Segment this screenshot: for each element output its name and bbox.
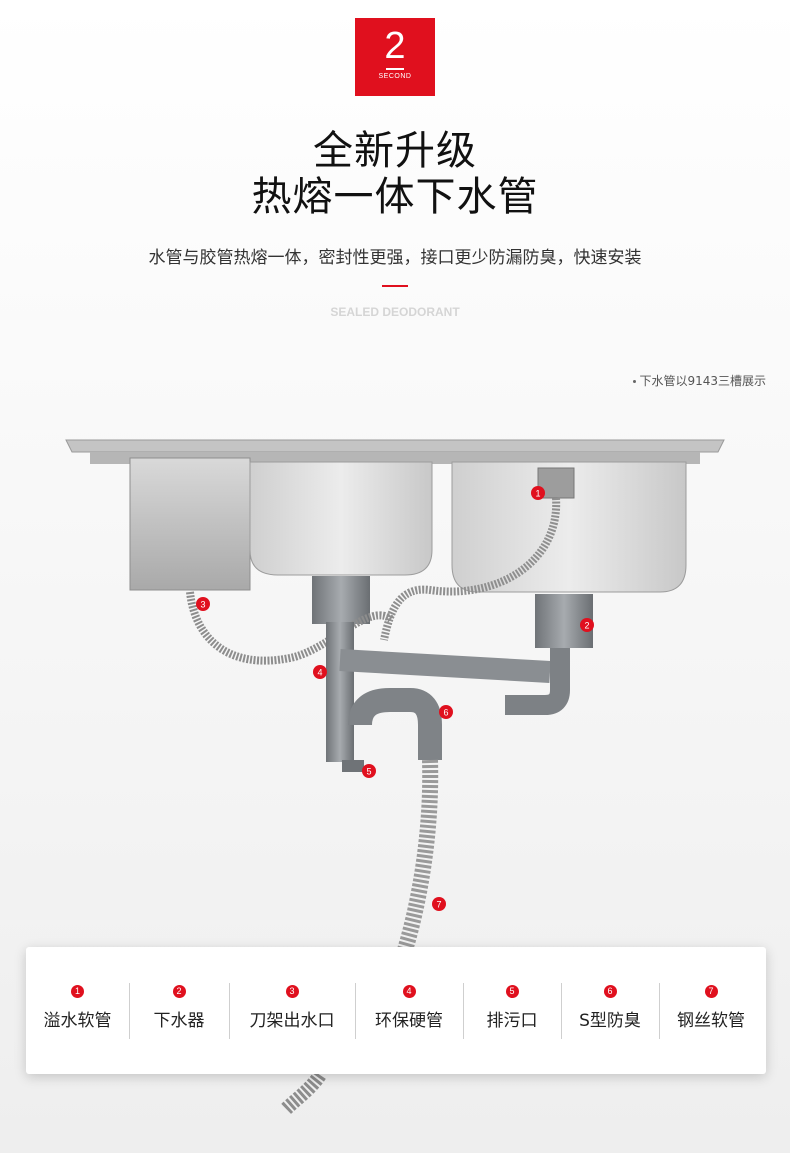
legend-number: 3 <box>285 984 299 998</box>
marker-3-text: 3 <box>200 600 205 610</box>
right-elbow <box>505 648 570 715</box>
sink-rim <box>65 439 725 453</box>
drain-outlet <box>342 760 364 772</box>
marker-4-text: 4 <box>317 668 322 678</box>
cross-pipe <box>339 649 551 683</box>
overflow-fitting <box>537 467 575 499</box>
marker-2-text: 2 <box>584 621 589 631</box>
step-number: 2 <box>384 25 406 67</box>
left-strainer <box>312 576 370 624</box>
legend-number: 1 <box>71 984 84 998</box>
marker-7-text: 7 <box>436 900 441 910</box>
legend-item-sewage-outlet: 5 排污口 <box>463 982 561 1039</box>
marker-7: 7 <box>432 897 446 911</box>
marker-3: 3 <box>196 597 210 611</box>
marker-1: 1 <box>531 486 545 500</box>
right-bowl <box>451 461 687 593</box>
legend-number: 5 <box>505 984 519 998</box>
hose-tail <box>280 1070 326 1116</box>
legend-item-s-trap: 6 S型防臭 <box>561 982 659 1039</box>
knife-drain-hose <box>186 591 395 665</box>
legend-label: 排污口 <box>486 1010 538 1031</box>
step-divider <box>386 68 404 70</box>
legend-number: 4 <box>402 984 416 998</box>
subtitle: 水管与胶管热熔一体，密封性更强，接口更少防漏防臭，快速安装 <box>148 248 642 268</box>
s-trap <box>348 688 442 760</box>
legend-label: 环保硬管 <box>375 1010 443 1031</box>
marker-6-text: 6 <box>443 708 448 718</box>
legend-item-drain: 2 下水器 <box>129 982 229 1039</box>
legend-number: 6 <box>603 984 617 998</box>
legend-label: 溢水软管 <box>43 1010 112 1031</box>
legend-item-steel-hose: 7 钢丝软管 <box>659 982 763 1039</box>
legend-label: 钢丝软管 <box>677 1010 745 1031</box>
bullet-dot <box>633 380 637 383</box>
legend-item-knife-outlet: 3 刀架出水口 <box>229 982 355 1039</box>
title-line-1: 全新升级 <box>313 128 477 174</box>
marker-2: 2 <box>580 618 594 632</box>
legend-label: S型防臭 <box>579 1010 641 1031</box>
vertical-pipe <box>326 622 354 762</box>
legend-label: 刀架出水口 <box>249 1010 335 1031</box>
legend-label: 下水器 <box>153 1010 205 1031</box>
legend-number: 2 <box>172 984 186 998</box>
red-divider <box>382 285 408 287</box>
step-badge: 2 SECOND <box>355 18 435 96</box>
marker-5-text: 5 <box>366 767 371 777</box>
steel-flex-hose <box>397 759 439 953</box>
parts-legend: 1 溢水软管 2 下水器 3 刀架出水口 4 环保硬管 5 排污口 6 S型防臭… <box>26 947 766 1074</box>
english-caption: SEALED DEODORANT <box>330 305 460 319</box>
marker-1-text: 1 <box>535 489 540 499</box>
legend-item-rigid-pipe: 4 环保硬管 <box>355 982 463 1039</box>
overflow-hose <box>380 497 561 641</box>
marker-6: 6 <box>439 705 453 719</box>
display-note-text: 下水管以9143三槽展示 <box>639 374 766 388</box>
knife-holder-box <box>129 457 251 591</box>
step-label: SECOND <box>378 73 412 80</box>
title-line-2: 热熔一体下水管 <box>251 174 539 220</box>
legend-item-overflow-hose: 1 溢水软管 <box>26 983 129 1039</box>
marker-5: 5 <box>362 764 376 778</box>
display-note: 下水管以9143三槽展示 <box>633 372 766 389</box>
left-bowl <box>249 461 433 576</box>
marker-4: 4 <box>313 665 327 679</box>
legend-number: 7 <box>704 984 718 998</box>
